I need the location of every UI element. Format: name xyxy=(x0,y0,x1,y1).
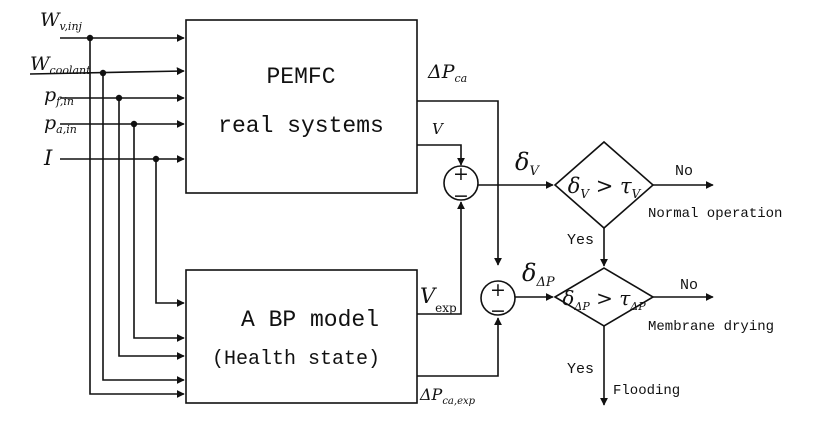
wire-p-ain-model xyxy=(133,124,185,342)
wire-i-model xyxy=(155,159,185,307)
wire-w-vinj-model xyxy=(89,38,185,398)
health-state-label: (Health state) xyxy=(212,348,380,371)
label-yes-2: Yes xyxy=(567,361,594,378)
summing-plus-v: + xyxy=(453,163,469,185)
signal-label-delta-dp: δΔP xyxy=(522,259,555,290)
decision-pressure-condition: δΔP > τΔP xyxy=(562,286,646,313)
outcome-membrane-drying: Membrane drying xyxy=(648,319,774,335)
outcome-flooding: Flooding xyxy=(613,383,680,399)
pemfc-real-system-block xyxy=(185,19,418,194)
signal-label-delta-v: δV xyxy=(515,148,540,179)
label-yes-1: Yes xyxy=(567,232,594,249)
input-label-i: I xyxy=(43,146,53,170)
bp-model-label: A BP model xyxy=(241,307,379,333)
summing-junction-v xyxy=(443,165,479,201)
label-no-1: No xyxy=(675,163,693,180)
wire-dp-ca-exp xyxy=(417,317,502,377)
summing-plus-dp: + xyxy=(490,279,506,301)
wire-v-exp xyxy=(417,201,465,315)
signal-label-dp-ca-exp: ΔPca,exp xyxy=(419,385,476,407)
outcome-normal-operation: Normal operation xyxy=(648,206,782,222)
bp-model-block xyxy=(185,269,418,404)
wire-w-coolant-real xyxy=(29,67,185,76)
summing-junction-dp xyxy=(480,280,516,316)
signal-label-dp-ca: ΔPca xyxy=(427,61,467,85)
pemfc-label: PEMFC xyxy=(266,64,335,90)
input-label-p-fin: pf,in xyxy=(44,84,74,108)
wire-dp-ca xyxy=(417,100,502,266)
decision-voltage-condition: δV > τV xyxy=(568,174,642,201)
summing-minus-dp: − xyxy=(490,300,506,322)
wire-w-coolant-model xyxy=(102,73,185,384)
wire-p-fin-model xyxy=(118,98,185,360)
signal-label-v: V xyxy=(432,120,445,138)
signal-label-v-exp: Vexp xyxy=(420,284,457,315)
input-label-p-ain: pa,in xyxy=(44,112,77,136)
wire-v xyxy=(417,144,465,166)
label-no-2: No xyxy=(680,277,698,294)
input-label-w-vinj: Wv,inj xyxy=(40,9,83,33)
real-systems-label: real systems xyxy=(218,113,384,139)
